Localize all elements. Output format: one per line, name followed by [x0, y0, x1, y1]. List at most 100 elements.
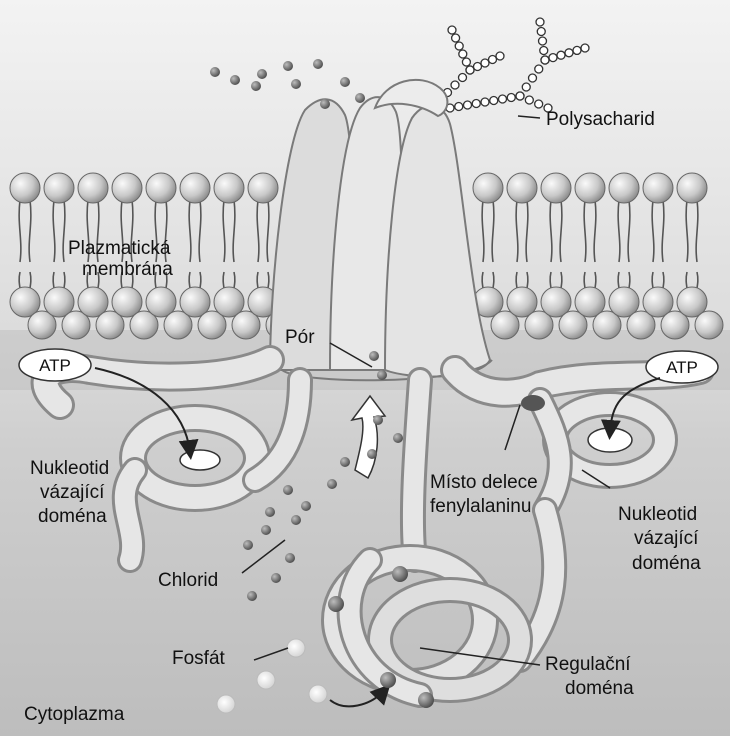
sugar-bead: [581, 44, 589, 52]
lipid-head: [146, 173, 176, 203]
label-deletion-2: fenylalaninu: [430, 496, 531, 517]
phosphorylation-site: [392, 566, 408, 582]
sugar-bead: [455, 42, 463, 50]
sugar-bead: [464, 101, 472, 109]
chloride-ion: [355, 93, 365, 103]
lipid-head: [695, 311, 723, 339]
sugar-bead: [462, 58, 470, 66]
sugar-bead: [529, 74, 537, 82]
phosphate-ball: [287, 639, 305, 657]
lipid-head: [643, 173, 673, 203]
chloride-ion: [230, 75, 240, 85]
sugar-bead: [525, 96, 533, 104]
chloride-ion: [285, 553, 295, 563]
sugar-bead: [490, 97, 498, 105]
sugar-bead: [481, 59, 489, 67]
label-nbd-left-3: doména: [38, 506, 107, 527]
lipid-head: [541, 173, 571, 203]
sugar-bead: [507, 94, 515, 102]
phosphorylation-site: [328, 596, 344, 612]
sugar-bead: [535, 100, 543, 108]
label-phosphate: Fosfát: [172, 648, 226, 669]
chloride-ion: [251, 81, 261, 91]
sugar-bead: [474, 63, 482, 71]
sugar-bead: [522, 83, 530, 91]
chloride-ion: [327, 479, 337, 489]
lipid-head: [10, 173, 40, 203]
label-chloride: Chlorid: [158, 570, 218, 591]
label-nbd-left-2: vázající: [40, 482, 105, 503]
label-membrane-1: Plazmatická: [68, 238, 171, 259]
chloride-ion: [283, 485, 293, 495]
chloride-ion: [247, 591, 257, 601]
chloride-ion: [291, 515, 301, 525]
sugar-bead: [549, 54, 557, 62]
lipid-head: [473, 173, 503, 203]
label-pore: Pór: [285, 327, 315, 348]
label-deletion-1: Místo delece: [430, 472, 538, 493]
sugar-bead: [496, 52, 504, 60]
chloride-ion: [301, 501, 311, 511]
label-membrane-2: membrána: [82, 259, 173, 280]
label-polysaccharide: Polysacharid: [546, 109, 655, 130]
chloride-ion: [261, 525, 271, 535]
phosphorylation-site: [380, 672, 396, 688]
lipid-head: [609, 173, 639, 203]
sugar-bead: [466, 66, 474, 74]
lipid-head: [507, 173, 537, 203]
chloride-ion: [369, 351, 379, 361]
lipid-head: [180, 173, 210, 203]
sugar-bead: [459, 50, 467, 58]
lipid-head: [677, 173, 707, 203]
sugar-bead: [565, 49, 573, 57]
chloride-ion: [291, 79, 301, 89]
lipid-head: [248, 173, 278, 203]
chloride-ion: [373, 415, 383, 425]
chloride-ion: [265, 507, 275, 517]
phenylalanine-deletion-site: [521, 395, 545, 411]
sugar-bead: [455, 103, 463, 111]
sugar-bead: [472, 100, 480, 108]
sugar-bead: [535, 65, 543, 73]
phosphate-ball: [309, 685, 327, 703]
sugar-bead: [451, 81, 459, 89]
label-nbd-right-2: vázající: [634, 528, 699, 549]
sugar-bead: [557, 51, 565, 59]
chloride-ion: [340, 77, 350, 87]
sugar-bead: [452, 34, 460, 42]
sugar-bead: [537, 28, 545, 36]
sugar-bead: [481, 98, 489, 106]
sugar-bead: [499, 95, 507, 103]
sugar-bead: [536, 18, 544, 26]
sugar-bead: [540, 47, 548, 55]
svg-text:ATP: ATP: [39, 356, 71, 375]
chloride-ion: [210, 67, 220, 77]
chloride-ion: [271, 573, 281, 583]
sugar-bead: [539, 37, 547, 45]
label-cytoplasm: Cytoplazma: [24, 704, 125, 725]
label-regulatory-2: doména: [565, 678, 634, 699]
lipid-head: [44, 173, 74, 203]
chloride-ion: [367, 449, 377, 459]
atp-pocket-left: [180, 450, 220, 470]
sugar-bead: [541, 56, 549, 64]
chloride-ion: [243, 540, 253, 550]
phosphorylation-site: [418, 692, 434, 708]
svg-text:ATP: ATP: [666, 358, 698, 377]
sugar-bead: [489, 56, 497, 64]
sugar-bead: [516, 92, 524, 100]
chloride-ion: [393, 433, 403, 443]
sugar-bead: [448, 26, 456, 34]
label-nbd-left-1: Nukleotid: [30, 458, 109, 479]
chloride-ion: [257, 69, 267, 79]
chloride-ion: [320, 99, 330, 109]
sugar-bead: [459, 74, 467, 82]
atp-badge-left: ATP: [19, 349, 91, 381]
lipid-head: [214, 173, 244, 203]
label-nbd-right-1: Nukleotid: [618, 504, 697, 525]
label-regulatory-1: Regulační: [545, 654, 631, 675]
chloride-ion: [313, 59, 323, 69]
chloride-ion: [283, 61, 293, 71]
